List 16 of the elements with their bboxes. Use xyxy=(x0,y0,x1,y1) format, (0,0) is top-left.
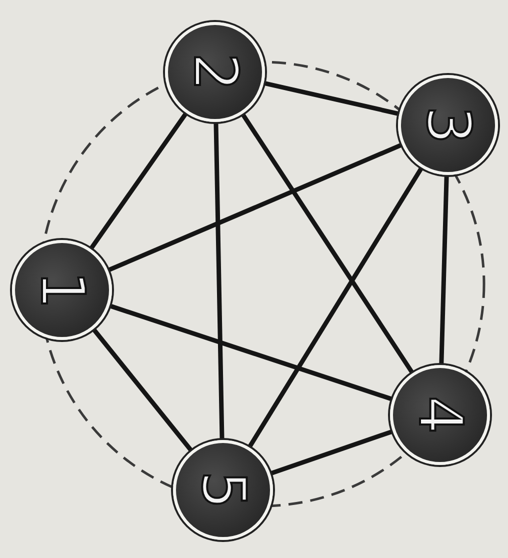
vertex-number: 5 xyxy=(193,470,253,510)
vertex-number: 4 xyxy=(410,396,470,434)
connector-line xyxy=(214,122,224,440)
vertex-number: 2 xyxy=(185,52,245,92)
connector-line xyxy=(240,112,414,374)
connector-line xyxy=(107,142,403,272)
connector-line xyxy=(88,112,188,250)
vertex-circle xyxy=(390,365,490,465)
connector-line xyxy=(263,80,400,116)
connector-line xyxy=(247,166,424,449)
connector-line xyxy=(92,328,194,452)
vertex-number: 1 xyxy=(32,270,92,310)
vertex-number: 3 xyxy=(418,106,478,144)
connector-line xyxy=(439,174,449,366)
connector-line xyxy=(108,304,394,402)
connector-line xyxy=(270,429,394,476)
